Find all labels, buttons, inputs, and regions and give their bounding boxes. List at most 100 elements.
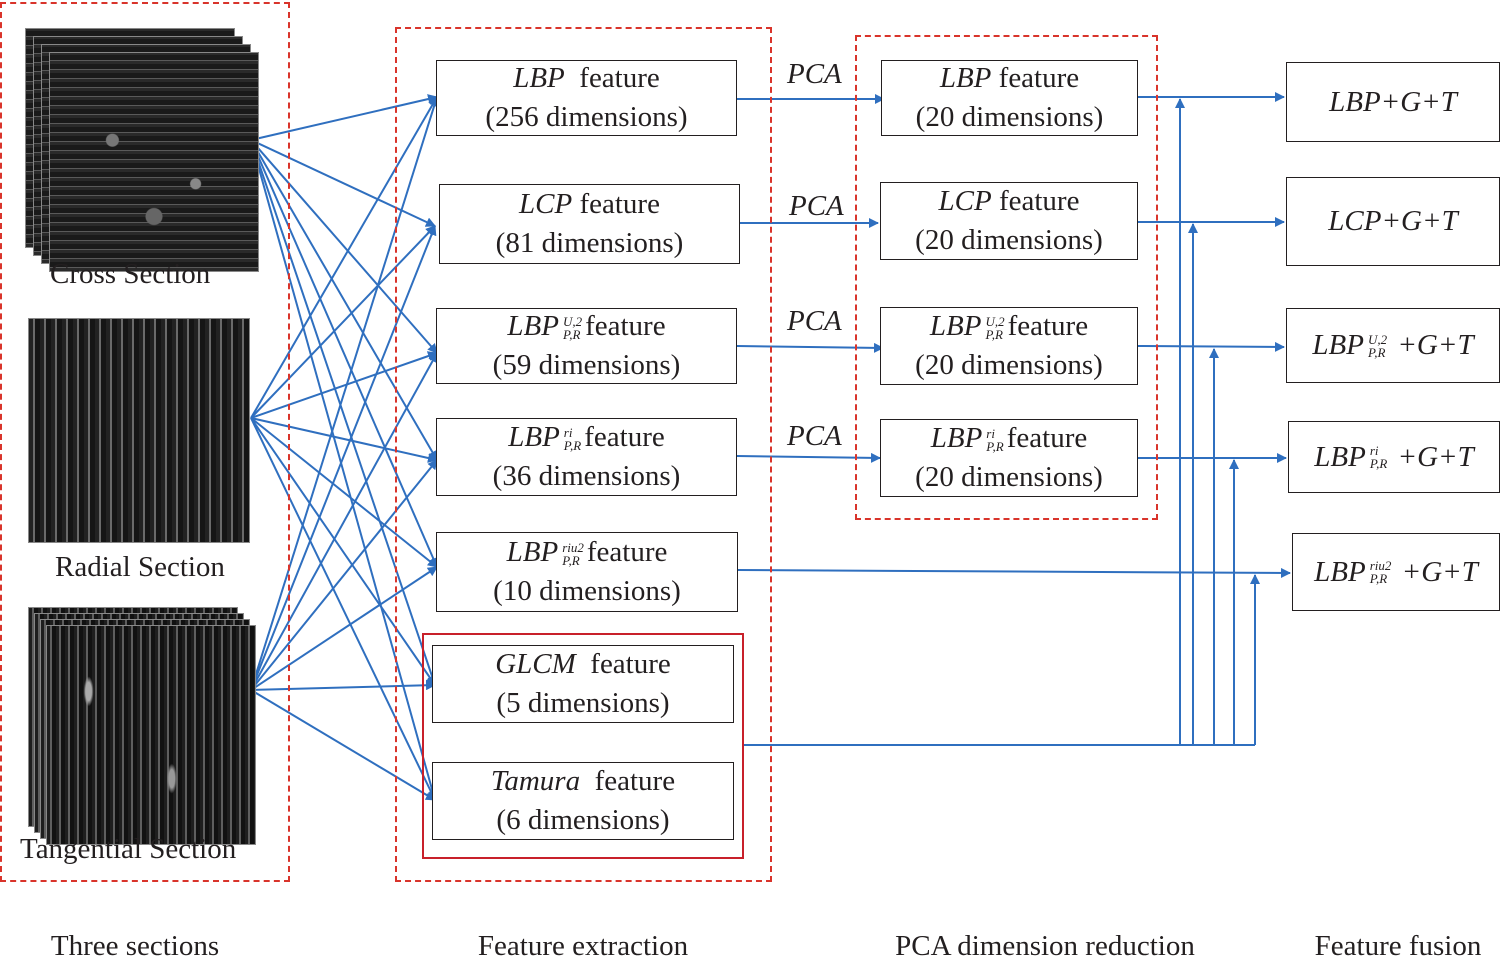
fusion-lcp-box: LCP+G+T (1286, 177, 1500, 266)
feature-word: feature (1007, 310, 1089, 342)
fusion-lbp-riu2-sub: P,R (1369, 571, 1388, 586)
lbp-ri-reduced-sub: P,R (986, 439, 1004, 455)
glcm-tamura-frame (422, 633, 744, 859)
fusion-lbp-u2-sub: P,R (1367, 344, 1386, 360)
section-to-extraction-arrow-2-6 (250, 689, 436, 801)
section-to-extraction-arrow-1-1 (250, 225, 436, 419)
tamura-dims: (6 dimensions) (496, 804, 670, 836)
section-to-extraction-arrow-0-6 (250, 139, 438, 801)
fusion-lbp-u2-name: LBP (1312, 329, 1364, 361)
lbp-name: LBP (513, 62, 565, 94)
stage-label-fusion: Feature fusion (1314, 930, 1482, 962)
feature-word: feature (594, 765, 676, 797)
fusion-lbp-ri-sub: P,R (1369, 456, 1388, 471)
cross-section-image (49, 52, 259, 272)
pca-arrow-lbp-u2 (736, 342, 884, 353)
section-to-extraction-arrow-0-5 (250, 139, 437, 686)
section-to-extraction-arrow-1-6 (250, 417, 436, 801)
pca-label-lbp-ri: PCA (787, 420, 842, 452)
section-to-extraction-arrow-1-3 (250, 417, 438, 463)
lbp-u2-reduced-dims: (20 dimensions) (915, 349, 1103, 381)
fusion-lbp-u2-sup: U,2 (1367, 331, 1388, 347)
fusion-lbp-ri-suffix: +G+T (1397, 440, 1474, 473)
section-to-extraction-arrow-0-1 (250, 139, 436, 227)
section-to-extraction-arrow-1-5 (250, 417, 436, 686)
lbp-u2-reduced-sup: U,2 (985, 314, 1005, 330)
pca-label-lbp-u2: PCA (787, 305, 842, 337)
sections-frame (0, 2, 290, 882)
lcp-reduced-dims: (20 dimensions) (915, 224, 1103, 256)
section-to-extraction-arrow-0-4 (250, 139, 438, 568)
section-to-extraction-arrow-2-1 (250, 225, 437, 691)
tamura-name: Tamura (490, 765, 581, 797)
section-to-extraction-arrow-0-2 (250, 139, 438, 354)
section-to-extraction-arrow-2-0 (250, 96, 440, 691)
lcp-feature-box: LCP feature (81 dimensions) (439, 184, 740, 264)
section-to-extraction-arrow-0-0 (250, 94, 438, 141)
lcp-reduced-name: LCP (938, 185, 992, 217)
stage-label-pca: PCA dimension reduction (895, 930, 1195, 962)
feature-word: feature (590, 648, 671, 680)
extraction-frame (395, 27, 772, 882)
fusion-lbp-ri-sup: ri (1369, 443, 1379, 458)
tangential-section-image (46, 625, 256, 845)
fusion-lbp-riu2-name: LBP (1314, 555, 1366, 588)
lbp-ri-reduced-name: LBP (930, 422, 983, 454)
section-to-extraction-arrow-2-4 (250, 566, 438, 691)
tamura-feature-box: Tamura feature (6 dimensions) (432, 762, 734, 840)
lbp-reduced-box: LBP feature (20 dimensions) (881, 60, 1138, 136)
lcp-reduced-box: LCP feature (20 dimensions) (880, 182, 1138, 260)
section-to-extraction-arrow-1-2 (250, 351, 438, 419)
lbp-ri-reduced-dims: (20 dimensions) (915, 461, 1103, 493)
lbp-reduced-name: LBP (939, 62, 992, 94)
feature-word: feature (585, 310, 666, 342)
pca-label-lcp: PCA (789, 190, 844, 222)
fusion-arrow-lbp-riu2 (737, 567, 1291, 578)
glcm-dims: (5 dimensions) (496, 687, 670, 719)
section-to-extraction-arrow-0-3 (250, 139, 438, 461)
feature-word: feature (998, 185, 1080, 217)
lbp-ri-reduced-sup: ri (986, 426, 995, 442)
feature-word: feature (1006, 422, 1088, 454)
pca-frame (855, 35, 1158, 520)
fusion-lbp-riu2-suffix: +G+T (1401, 555, 1478, 588)
lbp-riu2-sub: P,R (562, 553, 580, 569)
stage-label-extraction: Feature extraction (477, 930, 689, 962)
feature-word: feature (579, 188, 660, 220)
lbp-u2-sup: U,2 (562, 314, 583, 330)
lbp-reduced-dims: (20 dimensions) (915, 101, 1104, 133)
feature-word: feature (579, 62, 660, 94)
stage-label-sections: Three sections (50, 930, 220, 962)
lbp-dims: (256 dimensions) (485, 101, 688, 133)
lbp-ri-name: LBP (508, 421, 560, 453)
lbp-ri-dims: (36 dimensions) (492, 460, 681, 492)
tangential-section-label: Tangential Section (20, 833, 237, 865)
feature-word: feature (586, 536, 668, 568)
cross-section-label: Cross Section (50, 258, 211, 290)
glcm-feature-box: GLCM feature (5 dimensions) (432, 645, 734, 723)
lbp-u2-sub: P,R (562, 327, 581, 343)
section-to-extraction-arrow-2-5 (250, 680, 436, 691)
fusion-lcp-label: LCP+G+T (1328, 205, 1458, 237)
lbp-u2-reduced-name: LBP (929, 310, 982, 342)
lbp-riu2-sup: riu2 (562, 540, 584, 556)
glcm-name: GLCM (495, 648, 576, 680)
lbp-feature-box: LBP feature (256 dimensions) (436, 60, 737, 136)
lbp-ri-sup: ri (563, 425, 573, 441)
lcp-dims: (81 dimensions) (495, 227, 684, 259)
section-to-extraction-arrow-1-0 (250, 96, 438, 419)
lcp-name: LCP (519, 188, 573, 220)
pca-label-lbp: PCA (787, 58, 842, 90)
fusion-arrow-lbp-u2 (1137, 341, 1285, 352)
feature-word: feature (584, 421, 665, 453)
lbp-riu2-name: LBP (506, 536, 559, 568)
fusion-lbp-ri-name: LBP (1314, 440, 1366, 473)
